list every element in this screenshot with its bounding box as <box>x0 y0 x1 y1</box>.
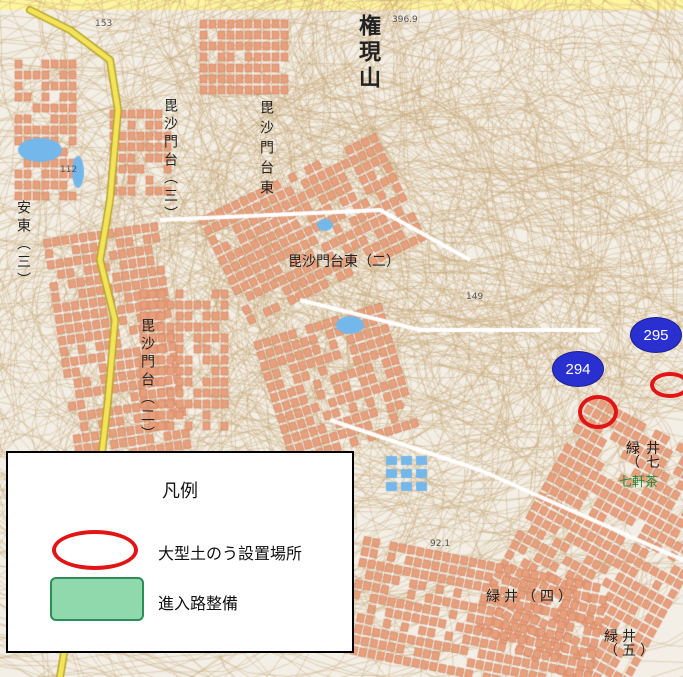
legend-label-access-road: 進入路整備 <box>158 594 239 613</box>
label-bishamondai-ni: 毘沙門台（二） <box>139 318 155 444</box>
legend-red-ellipse-icon <box>52 530 138 570</box>
label-midorii-yon: 緑井（四） <box>486 589 576 605</box>
map-legend: 凡例 大型土のう設置場所 進入路整備 <box>6 451 354 653</box>
legend-title: 凡例 <box>162 481 198 502</box>
sandbag-location-294[interactable] <box>578 395 618 429</box>
elevation-92-1: 92.1 <box>430 539 451 549</box>
sandbag-location-295[interactable] <box>650 372 683 398</box>
elevation-396-9: 396.9 <box>392 15 418 25</box>
label-bishamondai-higashi: 毘沙門台東 <box>258 100 274 200</box>
legend-green-rect-icon <box>50 577 144 621</box>
elevation-112: 112 <box>60 165 78 175</box>
elevation-153: 153 <box>95 19 113 29</box>
label-bishamondai-higashi-ni: 毘沙門台東（二） <box>288 254 400 270</box>
site-marker-295[interactable]: 295 <box>630 317 682 353</box>
site-marker-294[interactable]: 294 <box>552 351 604 387</box>
label-gongenyama: 権現山 <box>355 14 380 92</box>
label-nanaken-jaya: 七軒茶 <box>619 475 659 490</box>
elevation-149: 149 <box>466 292 484 302</box>
label-midorii-go: 緑井（五） <box>604 629 658 659</box>
legend-label-sandbag: 大型土のう設置場所 <box>158 544 303 563</box>
label-ando-san: 安東（三） <box>15 200 31 290</box>
label-midorii-shichi: 緑井（七 <box>626 441 666 471</box>
label-bishamondai-san: 毘沙門台（三） <box>162 98 178 224</box>
